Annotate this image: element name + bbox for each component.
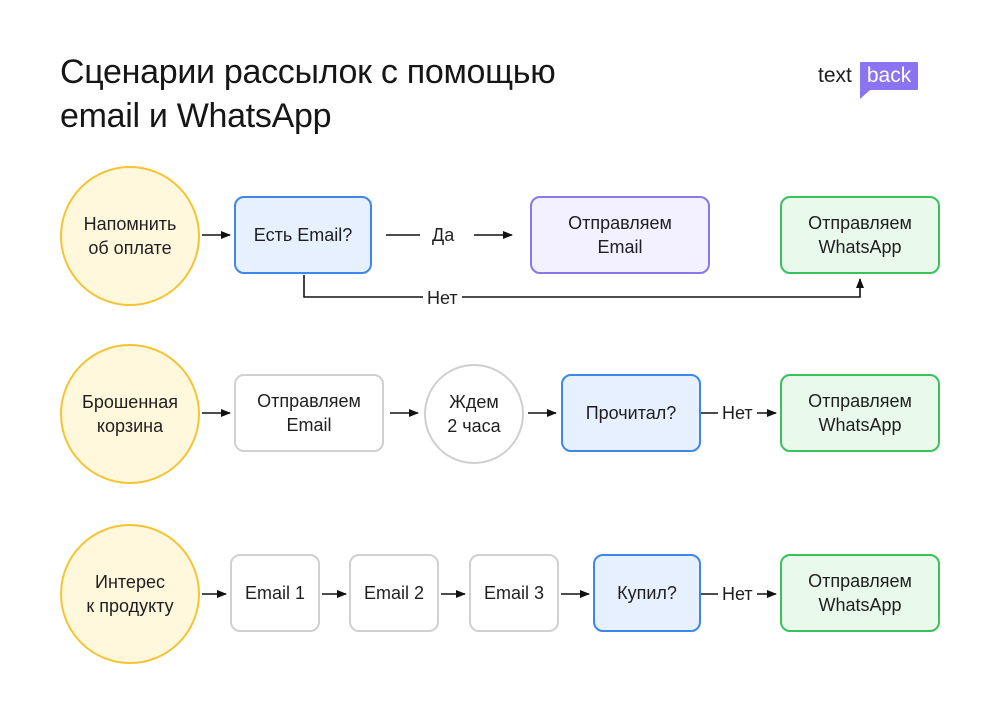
step-node-email-1: Email 1 [230,554,320,632]
check-label: Купил? [617,583,677,603]
no-label: Нет [718,583,757,605]
action-label: Отправляем Email [568,213,672,257]
step-label: Отправляем Email [257,391,361,435]
logo-text: text [818,64,852,87]
start-node-product-interest: Интерес к продукту [60,524,200,664]
action-label: Отправляем WhatsApp [808,571,912,615]
title-line-1: Сценарии рассылок с помощью [60,53,556,91]
logo-highlight: back [859,62,919,99]
check-node-bought: Купил? [593,554,701,632]
step-node-send-email: Отправляем Email [234,374,384,452]
step-label: Email 3 [483,583,545,603]
title-line-2: email и WhatsApp [60,97,332,135]
page-title: Сценарии рассылок с помощью email и What… [60,50,556,138]
check-label: Есть Email? [253,225,353,245]
check-node-has-email: Есть Email? [234,196,372,274]
step-label: Email 1 [244,583,306,603]
action-node-send-email: Отправляем Email [530,196,710,274]
start-label: Напомнить об оплате [83,214,177,258]
yes-label: Да [428,224,459,246]
wait-node-2-hours: Ждем 2 часа [424,364,524,464]
start-node-abandoned-cart: Брошенная корзина [60,344,200,484]
action-label: Отправляем WhatsApp [808,391,912,435]
step-label: Email 2 [363,583,425,603]
start-label: Интерес к продукту [86,572,174,616]
start-node-payment-reminder: Напомнить об оплате [60,166,200,306]
step-node-email-3: Email 3 [469,554,559,632]
action-node-send-whatsapp: Отправляем WhatsApp [780,554,940,632]
wait-label: Ждем 2 часа [447,392,501,436]
check-node-read: Прочитал? [561,374,701,452]
action-label: Отправляем WhatsApp [808,213,912,257]
action-node-send-whatsapp: Отправляем WhatsApp [780,196,940,274]
arrow-no-to-whatsapp-1 [303,275,864,298]
no-label: Нет [718,402,757,424]
no-label: Нет [423,287,462,309]
check-label: Прочитал? [585,403,677,423]
start-label: Брошенная корзина [82,392,178,436]
action-node-send-whatsapp: Отправляем WhatsApp [780,374,940,452]
step-node-email-2: Email 2 [349,554,439,632]
textback-logo: text back [818,62,919,100]
